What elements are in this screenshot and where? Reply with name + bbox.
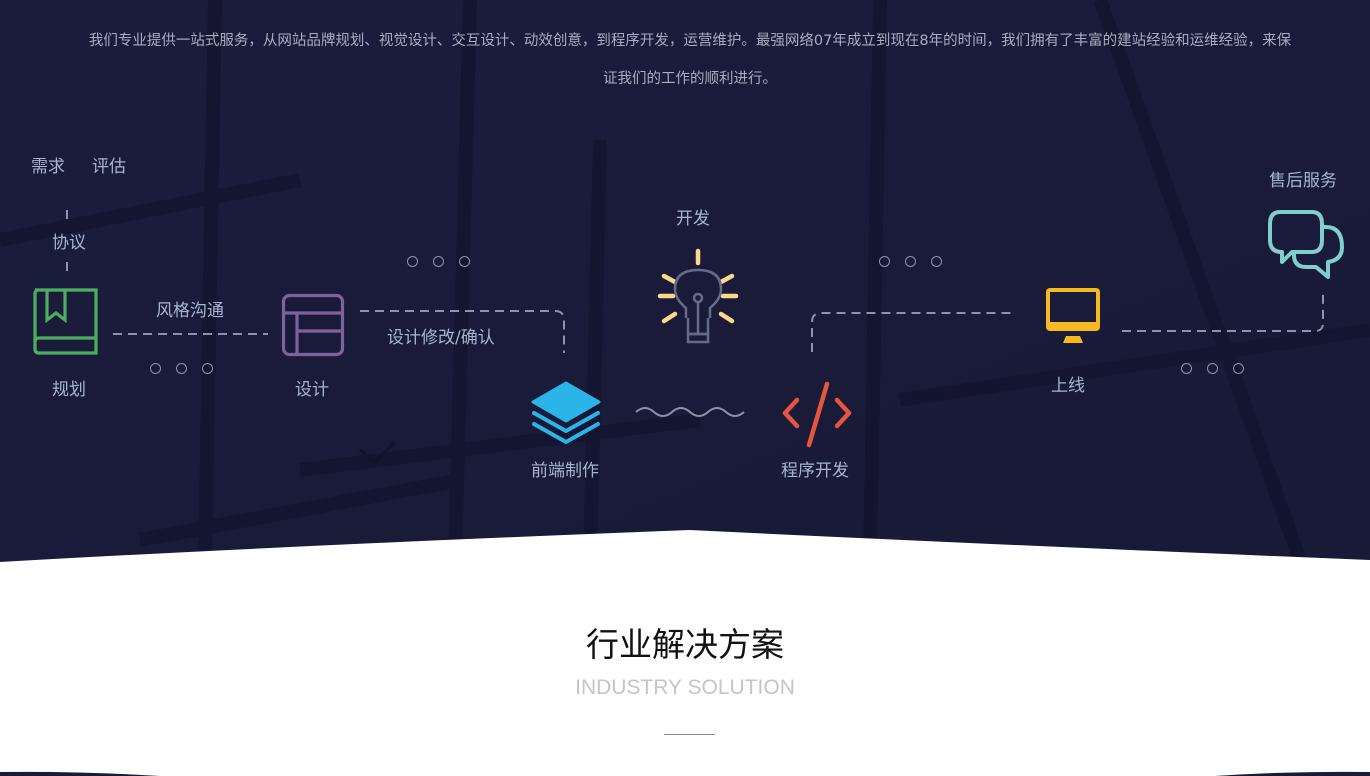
step-label-plan: 规划 bbox=[52, 380, 86, 400]
book-bookmark-icon bbox=[33, 288, 98, 355]
section-title: 行业解决方案 bbox=[586, 625, 784, 664]
intro-line-2: 证我们的工作的顺利进行。 bbox=[603, 71, 777, 87]
label-design-confirm: 设计修改/确认 bbox=[387, 328, 495, 348]
section-underline bbox=[664, 734, 715, 735]
industry-solution-section bbox=[0, 562, 1370, 776]
next-section-edge bbox=[0, 771, 1370, 776]
intro-text: 我们专业提供一站式服务，从网站品牌规划、视觉设计、交互设计、动效创意，到程序开发… bbox=[30, 22, 1350, 98]
step-label-launch: 上线 bbox=[1051, 376, 1085, 396]
progress-dots bbox=[407, 256, 470, 267]
step-label-aftersale: 售后服务 bbox=[1269, 171, 1337, 191]
chat-bubbles-icon bbox=[1268, 210, 1344, 279]
process-connectors bbox=[66, 210, 1324, 417]
lightbulb-icon bbox=[657, 248, 739, 344]
section-subtitle: INDUSTRY SOLUTION bbox=[575, 676, 795, 699]
label-demand: 需求 bbox=[31, 157, 65, 177]
step-label-frontend: 前端制作 bbox=[531, 461, 599, 481]
progress-dots bbox=[1181, 363, 1244, 374]
progress-dots bbox=[150, 363, 213, 374]
layout-icon bbox=[281, 293, 345, 357]
step-label-programming: 程序开发 bbox=[781, 461, 849, 481]
keyboard-background bbox=[0, 0, 1370, 562]
process-hero: 我们专业提供一站式服务，从网站品牌规划、视觉设计、交互设计、动效创意，到程序开发… bbox=[0, 0, 1370, 562]
step-label-design: 设计 bbox=[295, 380, 329, 400]
monitor-icon bbox=[1046, 288, 1100, 343]
layers-icon bbox=[531, 381, 601, 444]
section-divider-curve bbox=[0, 530, 1370, 566]
intro-line-1: 我们专业提供一站式服务，从网站品牌规划、视觉设计、交互设计、动效创意，到程序开发… bbox=[88, 33, 1292, 49]
label-evaluate: 评估 bbox=[92, 157, 126, 177]
label-style-communication: 风格沟通 bbox=[156, 301, 224, 321]
progress-dots bbox=[879, 256, 942, 267]
step-label-develop: 开发 bbox=[676, 209, 710, 229]
label-agreement: 协议 bbox=[52, 233, 86, 253]
code-icon bbox=[782, 381, 852, 448]
